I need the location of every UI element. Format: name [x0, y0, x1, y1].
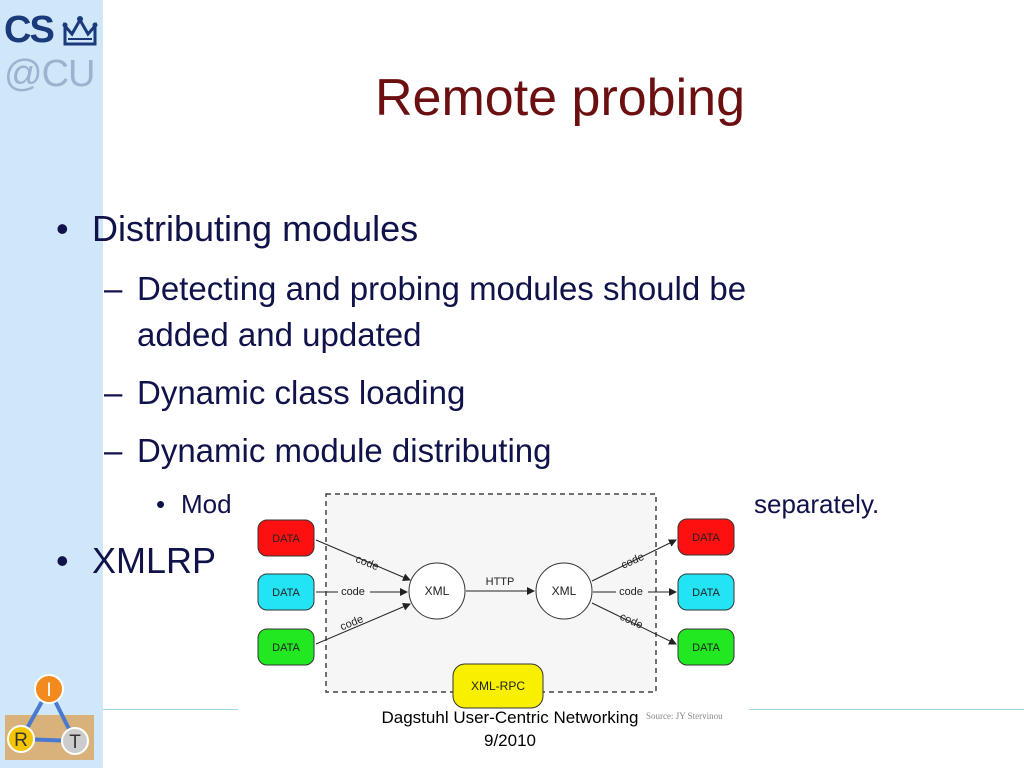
crown-icon [62, 16, 98, 46]
svg-text:DATA: DATA [692, 532, 720, 544]
cs-at-cu-logo: CS @CU [4, 6, 100, 94]
left-data-cyan: DATA [257, 573, 315, 611]
right-data-red: DATA [677, 518, 735, 556]
svg-text:DATA: DATA [692, 587, 720, 599]
right-data-cyan: DATA [677, 573, 735, 611]
irt-t-node [61, 727, 89, 755]
irt-r-letter: R [14, 730, 28, 751]
footer-date: 9/2010 [484, 731, 536, 750]
sub-dash: – [104, 432, 123, 469]
svg-text:XML-RPC: XML-RPC [471, 679, 525, 693]
sub-sub-bullet-start: Mod [181, 489, 232, 519]
diagram-canvas: DATA DATA DATA DATA DATA DATA XML [257, 493, 735, 709]
sub-bullet-detecting-cont: added and updated [137, 316, 422, 353]
http-label: HTTP [486, 576, 515, 588]
left-data-green: DATA [257, 628, 315, 666]
svg-text:DATA: DATA [272, 642, 300, 654]
sub-dash: – [104, 270, 123, 307]
image-credit: Source: JY Stervinou [646, 711, 723, 721]
irt-t-letter: T [69, 732, 81, 753]
sub-bullet-class-loading: Dynamic class loading [137, 374, 466, 411]
footer-event: Dagstuhl User-Centric Networking [381, 708, 639, 727]
sub-bullet-detecting: Detecting and probing modules should be [137, 270, 747, 307]
sub-bullet-module-distributing: Dynamic module distributing [137, 432, 552, 469]
slide-title: Remote probing [375, 69, 745, 127]
arrow-right-bottom [591, 602, 677, 645]
xmlrpc-diagram: DATA DATA DATA DATA DATA DATA XML [238, 484, 749, 710]
sub-sub-bullet-dot: • [156, 489, 166, 519]
logo-atcu-text: @CU [4, 53, 95, 95]
bullet-xmlrpc: XMLRP [92, 540, 217, 581]
irt-i-letter: I [46, 680, 51, 701]
code-label-left-mid: code [341, 586, 365, 598]
bullet-distributing-modules: Distributing modules [92, 208, 419, 249]
svg-text:XML: XML [552, 584, 577, 598]
svg-text:DATA: DATA [692, 642, 720, 654]
arrow-left-bottom [315, 603, 411, 645]
irt-r-node [7, 725, 35, 753]
svg-text:DATA: DATA [272, 587, 300, 599]
bullet-dot: • [56, 208, 69, 249]
sidebar-panel [0, 0, 103, 768]
svg-text:XML: XML [425, 584, 450, 598]
code-label-right-mid: code [619, 586, 643, 598]
right-data-green: DATA [677, 628, 735, 666]
slide-footer: Dagstuhl User-Centric Networking 9/2010 [335, 706, 685, 752]
irt-i-node [34, 674, 64, 704]
footer-divider-right [749, 709, 1024, 710]
bullet-dot: • [56, 540, 69, 581]
irt-logo-graphic: I R T [5, 663, 94, 760]
xml-node-right: XML [535, 562, 593, 620]
irt-logo: I R T [5, 663, 94, 760]
xmlrpc-box: XML-RPC [452, 663, 544, 709]
arrow-right-top [591, 539, 677, 582]
arrow-left-top [315, 539, 411, 581]
sub-sub-bullet-end: separately. [754, 489, 880, 519]
logo-cs-text: CS [4, 9, 55, 51]
footer-divider-left [103, 709, 238, 710]
left-data-red: DATA [257, 519, 315, 557]
sub-dash: – [104, 374, 123, 411]
svg-text:DATA: DATA [272, 533, 300, 545]
diagram-dashed-box [325, 493, 657, 693]
xml-node-left: XML [408, 562, 466, 620]
